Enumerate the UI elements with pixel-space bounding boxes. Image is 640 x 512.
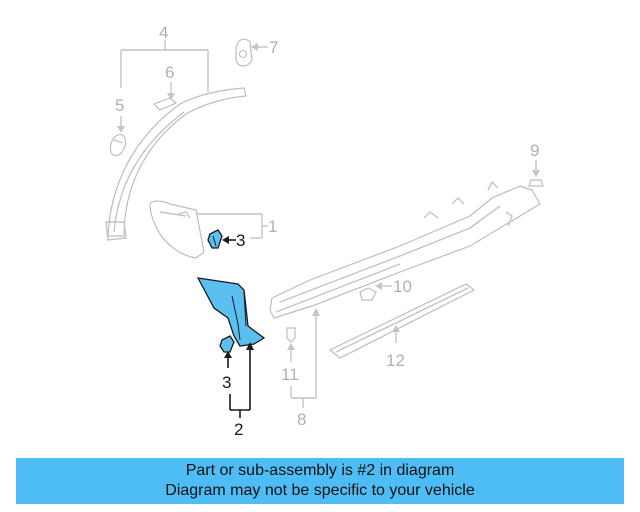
clip-part-3-lower [219, 335, 235, 353]
callout-6-label: 6 [165, 63, 174, 82]
callout-2-bracket [229, 346, 251, 418]
banner-line-1: Part or sub-assembly is #2 in diagram [185, 462, 455, 479]
callout-5-arrow [117, 126, 125, 133]
callout-2-label: 2 [234, 420, 243, 439]
clip-part-6 [152, 97, 178, 111]
cowl-side-trim-part-2 [196, 277, 266, 347]
clip-part-7 [235, 38, 253, 67]
cowl-trim-part-1 [149, 200, 205, 259]
banner-line-2: Diagram may not be specific to your vehi… [165, 482, 475, 499]
clip-part-5 [109, 133, 127, 157]
callout-4-bracket [120, 40, 209, 92]
callout-4-label: 4 [159, 23, 168, 42]
callout-10-arrow [375, 282, 382, 290]
a-pillar-trim [105, 87, 247, 241]
callout-8-arrow [312, 308, 320, 316]
callout-1-bracket [196, 213, 268, 239]
callout-10-label: 10 [393, 277, 412, 296]
callout-3-lower-label: 3 [222, 373, 231, 392]
callout-11-arrow [287, 343, 295, 350]
callout-11-label: 11 [281, 365, 299, 384]
clip-part-11 [286, 327, 296, 343]
callout-8-label: 8 [297, 410, 306, 429]
callout-2-arrow [246, 342, 254, 350]
callout-7-arrow [251, 43, 258, 51]
callout-1-label: 1 [268, 217, 277, 236]
clip-part-10 [359, 287, 377, 301]
callout-12-arrow [392, 325, 400, 332]
callout-3-upper-arrow [222, 236, 229, 244]
callout-5-label: 5 [115, 96, 124, 115]
parts-diagram: 4 6 5 7 1 9 [105, 23, 544, 439]
side-sill-garnish [269, 180, 541, 319]
clip-part-3-upper [207, 229, 223, 249]
callout-3-lower-arrow [224, 351, 232, 358]
clip-part-9 [528, 179, 544, 187]
callout-7-label: 7 [269, 38, 278, 57]
scuff-plate-part-12 [328, 283, 476, 359]
info-banner: Part or sub-assembly is #2 in diagram Di… [16, 458, 624, 504]
callout-6-arrow [167, 93, 175, 100]
callout-8-bracket [290, 312, 317, 408]
callout-9-arrow [532, 170, 540, 177]
callout-9-label: 9 [530, 141, 539, 160]
callout-12-label: 12 [386, 351, 405, 370]
callout-3-upper-label: 3 [236, 231, 245, 250]
